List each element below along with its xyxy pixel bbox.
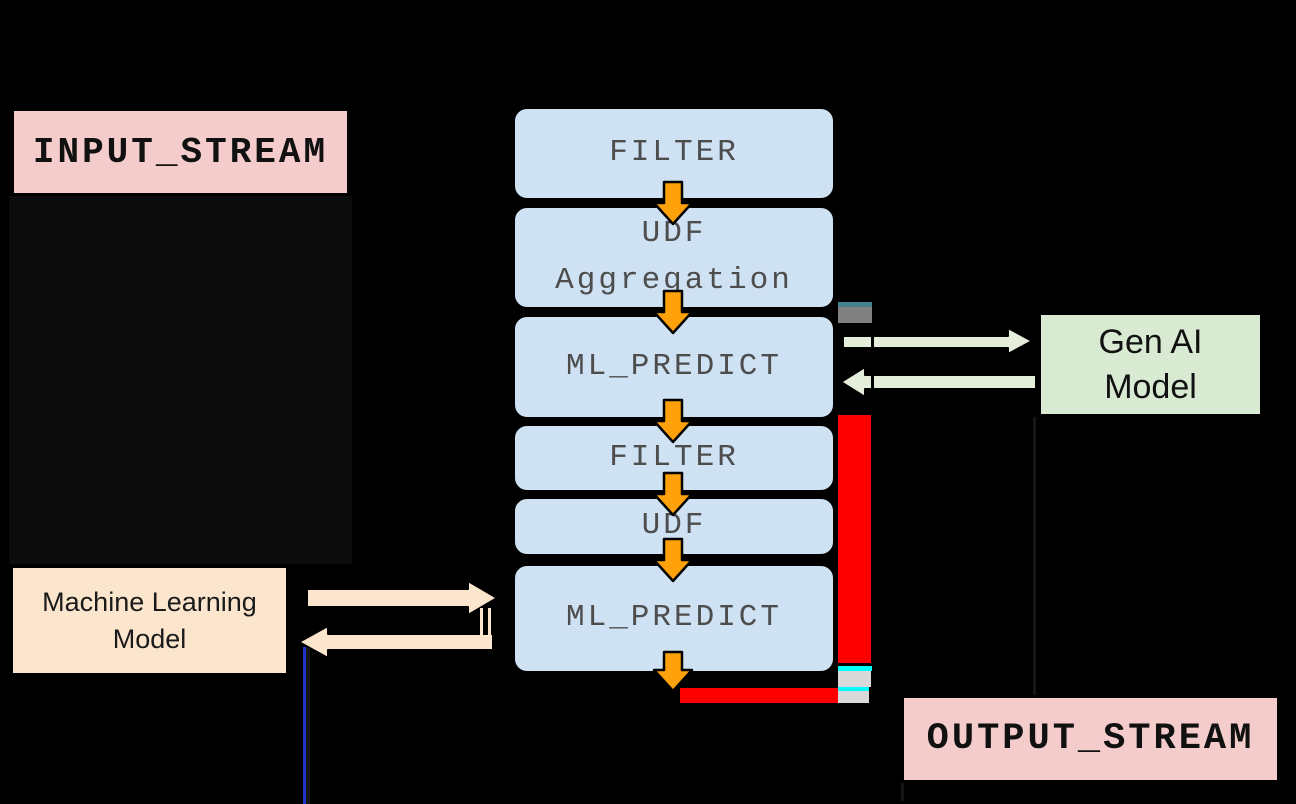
pipeline-step-filter-1: FILTER <box>513 107 835 200</box>
cyan-mark <box>838 666 872 671</box>
green-arrow-tick-mark <box>871 330 874 354</box>
output-stream-label: OUTPUT_STREAM <box>926 718 1255 760</box>
ml-predict-to-mlmodel-arrow-icon <box>298 625 494 659</box>
cream-connector-tick <box>480 608 483 635</box>
ml-predict-to-genai-arrow-icon <box>842 327 1033 355</box>
step-label: FILTER <box>609 439 739 475</box>
gray-mark <box>838 307 872 323</box>
step-label: ML_PREDICT <box>565 600 783 636</box>
pipeline-step-udf-aggregation: UDF Aggregation <box>513 206 835 309</box>
machine-learning-model-label: Machine Learning <box>42 587 257 618</box>
output-stream-node: OUTPUT_STREAM <box>901 695 1280 783</box>
step-label: FILTER <box>609 135 739 171</box>
step-label: UDF <box>641 508 707 544</box>
machine-learning-model-node: Machine Learning Model <box>11 566 288 675</box>
mlmodel-down-connector-line <box>306 647 310 804</box>
mlmodel-down-highlight-line <box>303 647 306 804</box>
pipeline-step-filter-2: FILTER <box>513 424 835 492</box>
red-highlight-vertical-bar <box>838 415 871 663</box>
genai-to-ml-predict-arrow-icon <box>840 366 1037 398</box>
pipeline-step-udf: UDF <box>513 497 835 556</box>
cream-connector-tick <box>488 608 491 635</box>
gen-ai-model-label: Model <box>1104 367 1197 406</box>
gen-ai-model-label: Gen AI <box>1098 323 1203 362</box>
step-label: Aggregation <box>555 262 793 298</box>
green-arrow-tick-mark <box>871 367 874 397</box>
teal-mark <box>838 302 872 307</box>
step-label: UDF <box>641 216 707 251</box>
light-gray-mark <box>838 671 871 687</box>
genai-to-output-connector-line <box>1033 417 1036 695</box>
gen-ai-model-node: Gen AI Model <box>1038 312 1263 417</box>
light-gray-mark <box>838 691 869 703</box>
mlmodel-to-ml-predict-arrow-icon <box>306 580 498 616</box>
cyan-mark <box>838 687 869 691</box>
red-highlight-horizontal-bar <box>680 688 838 703</box>
pipeline-step-ml-predict-2: ML_PREDICT <box>513 564 835 673</box>
pipeline-step-ml-predict-1: ML_PREDICT <box>513 315 835 419</box>
step-label: ML_PREDICT <box>565 348 783 384</box>
input-stream-node: INPUT_STREAM <box>11 108 350 196</box>
input-stream-body-panel <box>9 196 352 564</box>
machine-learning-model-label: Model <box>112 623 187 654</box>
input-stream-label: INPUT_STREAM <box>32 131 329 173</box>
output-bottom-connector-line <box>901 783 904 801</box>
